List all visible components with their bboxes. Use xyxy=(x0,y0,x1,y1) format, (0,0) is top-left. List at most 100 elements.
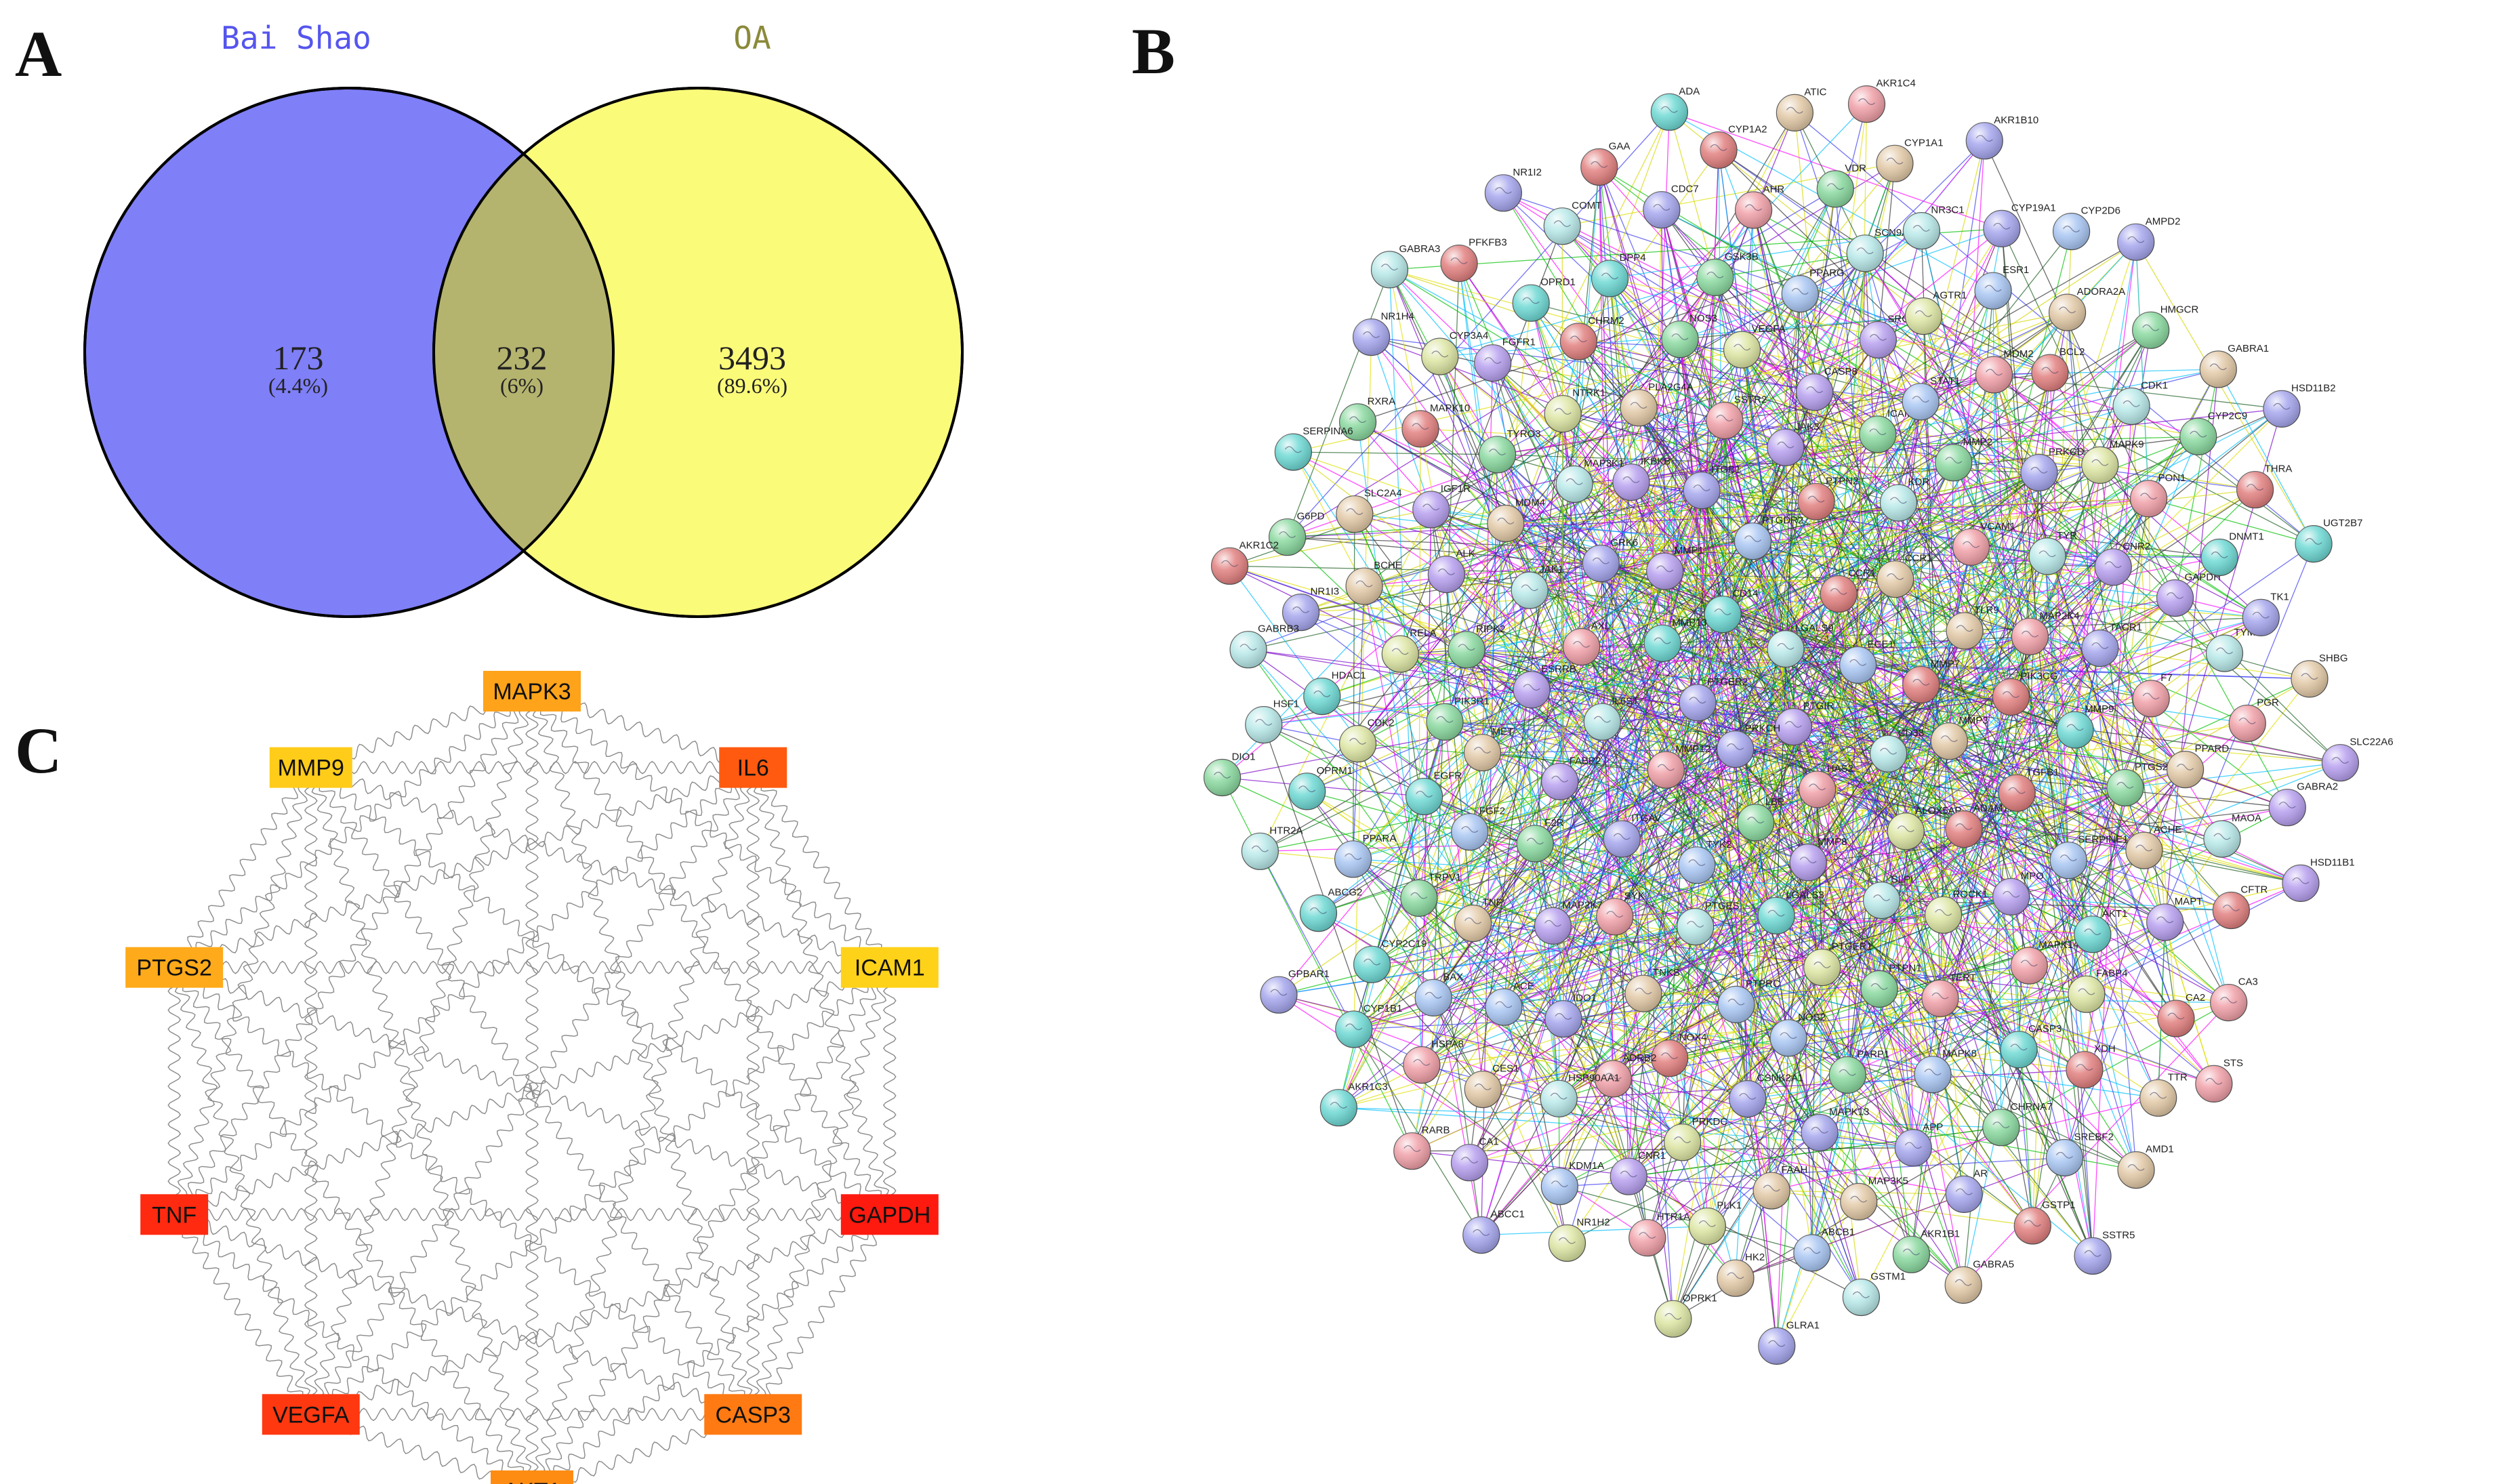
ppi-node-shine xyxy=(1479,436,1516,473)
ppi-node-label: CDK2 xyxy=(1368,718,1395,729)
ppi-node-structure xyxy=(1716,415,1734,421)
ppi-node-structure xyxy=(2190,430,2207,438)
ppi-node-shine xyxy=(1464,1071,1502,1108)
ppi-node-label: AKT1 xyxy=(2102,908,2128,920)
ppi-node-structure xyxy=(2127,1163,2145,1171)
ppi-node-label: CD38 xyxy=(1898,727,1924,739)
ppi-edge xyxy=(1817,472,2040,790)
ppi-node-shine xyxy=(2053,213,2090,250)
ppi-node-shine xyxy=(2074,1237,2112,1275)
ppi-edge xyxy=(1469,290,1994,833)
ppi-node-structure xyxy=(2213,833,2231,840)
ppi-edge xyxy=(1563,1018,1848,1076)
ppi-edge xyxy=(1662,339,1681,644)
ppi-edge xyxy=(1353,859,1736,1279)
ppi-node-itgav: ITGAV xyxy=(1603,812,1661,858)
ppi-node-label: GABRA3 xyxy=(1399,243,1441,255)
ppi-node-pla2g4a: PLA2G4A xyxy=(1620,382,1694,427)
ppi-node-mmp9: MMP9 xyxy=(2056,703,2114,749)
ppi-edge xyxy=(1363,339,1681,587)
ppi-node-structure xyxy=(1461,1157,1478,1163)
ppi-edge xyxy=(1263,724,1413,1151)
ppi-node-shine xyxy=(1847,234,1884,272)
ppi-node-label: PTGIR xyxy=(1803,701,1834,712)
ppi-node-map2k7: MAP2K7 xyxy=(1534,899,1603,945)
ppi-node-structure xyxy=(1763,1184,1780,1192)
ppi-node-app: APP xyxy=(1894,1121,1943,1167)
ppi-node-label: SERPINA6 xyxy=(1303,426,1353,437)
ppi-node-label: GSTP1 xyxy=(2042,1199,2075,1211)
ppi-edge xyxy=(1724,419,2255,491)
ppi-node-structure xyxy=(1424,991,1442,999)
ppi-edge xyxy=(2092,698,2152,934)
ppi-node-shine xyxy=(1625,975,1662,1012)
ppi-node-shine xyxy=(1353,318,1390,356)
ppi-edge xyxy=(1259,850,1355,1030)
ppi-node-shine xyxy=(2295,525,2333,562)
ppi-node-shine xyxy=(2322,744,2359,781)
hub-edge xyxy=(750,967,893,1415)
ppi-node-shine xyxy=(2049,294,2086,331)
ppi-node-cd14: CD14 xyxy=(1704,588,1759,634)
ppi-node-label: SHBG xyxy=(2319,653,2348,664)
ppi-node-ece1: ECE1 xyxy=(1839,638,1894,684)
ppi-edge xyxy=(1263,724,1880,990)
ppi-edge xyxy=(1444,646,1582,722)
ppi-node-label: HDAC1 xyxy=(1332,670,1366,682)
ppi-node-structure xyxy=(1221,560,1238,567)
ppi-node-mapk10: MAPK10 xyxy=(1401,403,1470,448)
ppi-edge xyxy=(1469,188,1836,833)
ppi-edge xyxy=(1816,501,1971,548)
ppi-edge xyxy=(1696,865,1820,1133)
ppi-edge xyxy=(1905,831,1941,999)
ppi-node-label: DPP4 xyxy=(1620,252,1646,264)
ppi-node-shine xyxy=(1975,272,2012,310)
ppi-edge xyxy=(1679,339,2288,808)
ppi-node-structure xyxy=(2142,693,2160,700)
ppi-edge xyxy=(1923,316,2093,934)
hub-edge xyxy=(882,967,897,1215)
ppi-node-shine xyxy=(1689,1208,1726,1245)
ppi-node-akr1b1: AKR1B1 xyxy=(1892,1228,1960,1273)
ppi-edge xyxy=(1792,230,1923,727)
ppi-edge xyxy=(2011,896,2215,1084)
venn-count-overlap: 232 xyxy=(497,339,548,377)
ppi-node-label: MAOA xyxy=(2232,812,2261,824)
ppi-node-hspa8: HSPA8 xyxy=(1403,1039,1464,1084)
ppi-node-label: COMT xyxy=(1572,200,1601,211)
venn-overlap-region xyxy=(434,88,613,617)
ppi-node-shine xyxy=(1975,356,2013,393)
ppi-node-structure xyxy=(2038,550,2056,558)
hub-node-ptgs2: PTGS2 xyxy=(125,947,224,988)
ppi-edge xyxy=(1695,926,1708,1227)
ppi-edge xyxy=(1665,501,1817,770)
ppi-node-shine xyxy=(1946,613,1984,649)
ppi-edge xyxy=(2150,698,2230,1003)
ppi-node-label: RXRA xyxy=(1368,396,1396,407)
ppi-node-label: NOS3 xyxy=(1689,313,1717,325)
ppi-node-shine xyxy=(1603,821,1641,858)
ppi-node-structure xyxy=(2022,630,2038,638)
ppi-node-gabra3: GABRA3 xyxy=(1370,243,1441,289)
ppi-node-shine xyxy=(1402,410,1439,447)
ppi-edge xyxy=(1530,303,1563,414)
ppi-node-cyp19a1: CYP19A1 xyxy=(1983,202,2056,247)
ppi-node-label: PLA2G4A xyxy=(1648,382,1694,393)
ppi-node-label: SERPINE1 xyxy=(2078,834,2128,846)
ppi-node-label: CFTR xyxy=(2240,884,2268,896)
ppi-node-tnks: TNKS xyxy=(1624,967,1680,1012)
ppi-edge xyxy=(1808,807,2288,863)
ppi-edge xyxy=(1697,702,1862,1298)
ppi-edge xyxy=(1912,372,2051,1149)
ppi-node-label: CDK1 xyxy=(2141,380,2168,392)
venn-pct-oa-only: (89.6%) xyxy=(717,373,787,398)
ppi-node-structure xyxy=(1436,716,1454,723)
ppi-node-label: NR1I2 xyxy=(1513,167,1542,178)
ppi-edge xyxy=(1418,316,1924,899)
ppi-edge xyxy=(1706,850,2145,1227)
ppi-node-prkch: PRKCH xyxy=(1717,723,1780,768)
ppi-node-structure xyxy=(1727,998,1745,1006)
ppi-edge xyxy=(1287,498,2149,538)
ppi-node-shine xyxy=(2158,1000,2194,1037)
hub-node-label: MMP9 xyxy=(278,756,344,781)
